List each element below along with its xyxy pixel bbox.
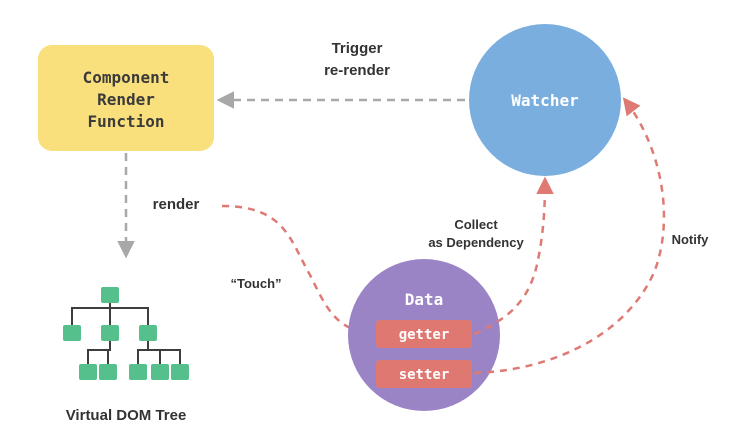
notify-edge: Notify — [473, 97, 710, 375]
component-label-line2: Render — [97, 90, 155, 109]
setter-label: setter — [399, 367, 450, 383]
tree-node-l2-b — [99, 364, 117, 380]
collect-arrow — [473, 176, 554, 336]
tree-node-l1-a — [63, 325, 81, 341]
render-label: render — [153, 196, 200, 213]
touch-arrow — [221, 204, 374, 341]
virtual-dom-tree: Virtual DOM Tree — [63, 287, 189, 424]
tree-node-l2-a — [79, 364, 97, 380]
tree-node-root — [101, 287, 119, 303]
watermark-main: 知乎 @小小程序员 — [585, 422, 718, 438]
trigger-label-line2: re-render — [324, 62, 390, 79]
getter-pill: getter — [376, 320, 472, 348]
tree-node-l2-e — [171, 364, 189, 380]
tree-nodes — [63, 287, 189, 380]
getter-label: getter — [399, 327, 450, 343]
component-label-line1: Component — [83, 68, 170, 87]
watermark: @稀土掘金技术社区 知乎 @小小程序员 — [585, 407, 718, 438]
component-label-line3: Function — [87, 112, 164, 131]
tree-connectors — [71, 298, 181, 365]
collect-dependency-edge: Collect as Dependency — [428, 176, 554, 336]
watcher-label: Watcher — [511, 91, 578, 110]
tree-node-l2-c — [129, 364, 147, 380]
notify-arrow — [473, 97, 666, 375]
collect-label-line2: as Dependency — [428, 235, 524, 250]
trigger-rerender-edge: Trigger re-render — [216, 40, 465, 109]
virtual-dom-tree-label: Virtual DOM Tree — [66, 407, 187, 424]
component-render-function-node: Component Render Function — [38, 45, 214, 151]
setter-pill: setter — [376, 360, 472, 388]
touch-label: “Touch” — [230, 276, 281, 291]
tree-node-l2-d — [151, 364, 169, 380]
watermark-sub: @稀土掘金技术社区 — [601, 407, 718, 422]
tree-node-l1-c — [139, 325, 157, 341]
data-node: Data getter setter — [348, 259, 500, 411]
collect-label-line1: Collect — [454, 217, 498, 232]
tree-node-l1-b — [101, 325, 119, 341]
notify-label: Notify — [672, 232, 710, 247]
watcher-node: Watcher — [469, 24, 621, 176]
data-label: Data — [405, 290, 444, 309]
trigger-label-line1: Trigger — [332, 40, 383, 57]
touch-edge: “Touch” — [221, 204, 374, 341]
